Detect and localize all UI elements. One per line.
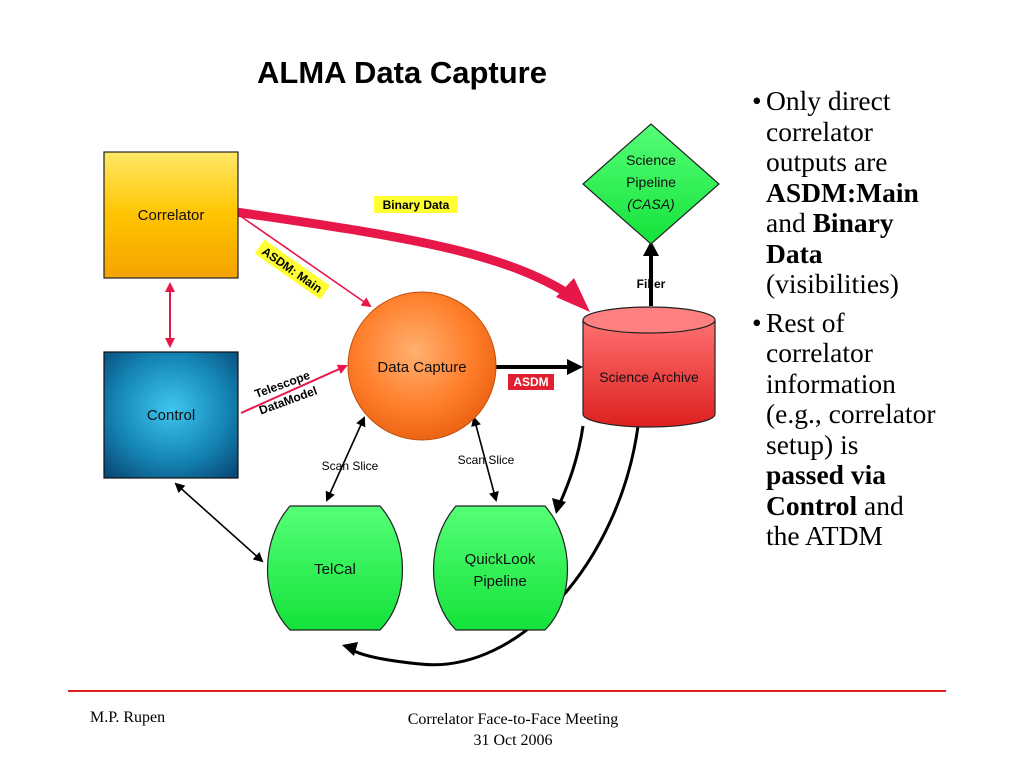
- science-pipeline-line1: Science: [626, 152, 676, 168]
- bullet-item-2: • Rest of correlator information (e.g., …: [752, 306, 1014, 552]
- science-pipeline-line3: (CASA): [627, 196, 674, 212]
- control-telcal-arrow: [174, 482, 264, 563]
- scan-slice-right-arrow: [471, 416, 499, 502]
- binary-data-arrow: [235, 207, 583, 306]
- telcal-node: TelCal: [267, 505, 403, 631]
- bullet-list: • Only direct correlator outputs are ASD…: [752, 85, 1014, 560]
- quicklook-line1: QuickLook: [465, 551, 536, 568]
- data-capture-label: Data Capture: [377, 359, 466, 376]
- science-archive-label: Science Archive: [599, 369, 699, 385]
- bullet-1-line-2: correlator: [766, 115, 873, 147]
- asdm-arrowhead: [567, 359, 583, 375]
- binary-data-arrowhead: [556, 278, 590, 312]
- footer-author: M.P. Rupen: [90, 709, 166, 726]
- quicklook-line2: Pipeline: [473, 573, 526, 590]
- footer-rule: [68, 690, 946, 692]
- bullet-dot: •: [752, 306, 762, 338]
- binary-data-label: Binary Data: [383, 198, 450, 212]
- quicklook-node: QuickLook Pipeline: [433, 505, 568, 631]
- footer-date: 31 Oct 2006: [473, 732, 553, 749]
- bullet-2-line-6: passed via: [766, 459, 1014, 491]
- bullet-1-line-4: ASDM:Main: [766, 176, 1014, 209]
- footer-meeting: Correlator Face-to-Face Meeting: [407, 711, 619, 728]
- bullet-2-line-8: the ATDM: [766, 520, 883, 551]
- diagram-title: ALMA Data Capture: [257, 55, 547, 90]
- bullet-dot: •: [752, 85, 762, 116]
- bullet-1-line-7: (visibilities): [766, 268, 899, 299]
- archive-quicklook-arrowhead: [552, 498, 566, 514]
- bullet-1-bold-binary: Binary: [812, 207, 894, 238]
- bullet-1-bold-asdm: ASDM:Main: [766, 176, 919, 208]
- science-pipeline-node: Science Pipeline (CASA): [582, 123, 720, 245]
- correlator-node: Correlator: [103, 151, 239, 279]
- filler-arrowhead: [643, 241, 659, 256]
- scan-slice-left-label: Scan Slice: [322, 459, 379, 473]
- bullet-2-bold-passed: passed via: [766, 459, 886, 490]
- asdm-tag: ASDM: [508, 374, 554, 390]
- data-capture-node: Data Capture: [347, 291, 497, 441]
- scan-slice-right-label: Scan Slice: [458, 453, 515, 467]
- bullet-item-1: • Only direct correlator outputs are ASD…: [752, 85, 1014, 300]
- control-label: Control: [147, 407, 195, 424]
- bullet-2-line-3: information: [766, 367, 896, 399]
- archive-quicklook-arrow: [558, 425, 585, 504]
- control-node: Control: [103, 351, 239, 479]
- bullet-1-bold-data: Data: [766, 237, 823, 269]
- asdm-label: ASDM: [513, 375, 548, 389]
- bullet-1-line-3: outputs are: [766, 146, 888, 177]
- bullet-1-line-5: and Binary: [766, 207, 1014, 239]
- telescope-datamodel-arrow: [240, 364, 348, 414]
- archive-telcal-arrow: [351, 425, 640, 667]
- bullet-2-line-4: (e.g., correlator: [766, 398, 936, 429]
- archive-telcal-arrowhead: [342, 642, 358, 656]
- telcal-label: TelCal: [314, 561, 356, 578]
- science-pipeline-line2: Pipeline: [626, 174, 676, 190]
- binary-data-tag: Binary Data: [374, 196, 458, 213]
- bullet-2-line-2: correlator: [766, 337, 873, 368]
- bullet-1-line-6: Data: [766, 237, 1014, 270]
- science-archive-node: Science Archive: [582, 306, 716, 428]
- bullet-2-line-1: Rest of: [766, 306, 845, 338]
- bullet-1-and: and: [766, 207, 806, 238]
- correlator-label: Correlator: [138, 207, 205, 224]
- bullet-2-bold-control: Control: [766, 489, 858, 521]
- asdm-main-arrow: [235, 212, 372, 308]
- scan-slice-left-arrow: [325, 416, 366, 502]
- bullet-2-line-5: setup) is: [766, 428, 859, 460]
- bullet-2-line-7: Control and: [766, 489, 1014, 522]
- footer-center: Correlator Face-to-Face Meeting 31 Oct 2…: [360, 709, 666, 751]
- filler-label: Filler: [637, 277, 666, 291]
- bullet-2-and: and: [864, 489, 904, 521]
- bullet-1-line-1: Only direct: [766, 85, 891, 116]
